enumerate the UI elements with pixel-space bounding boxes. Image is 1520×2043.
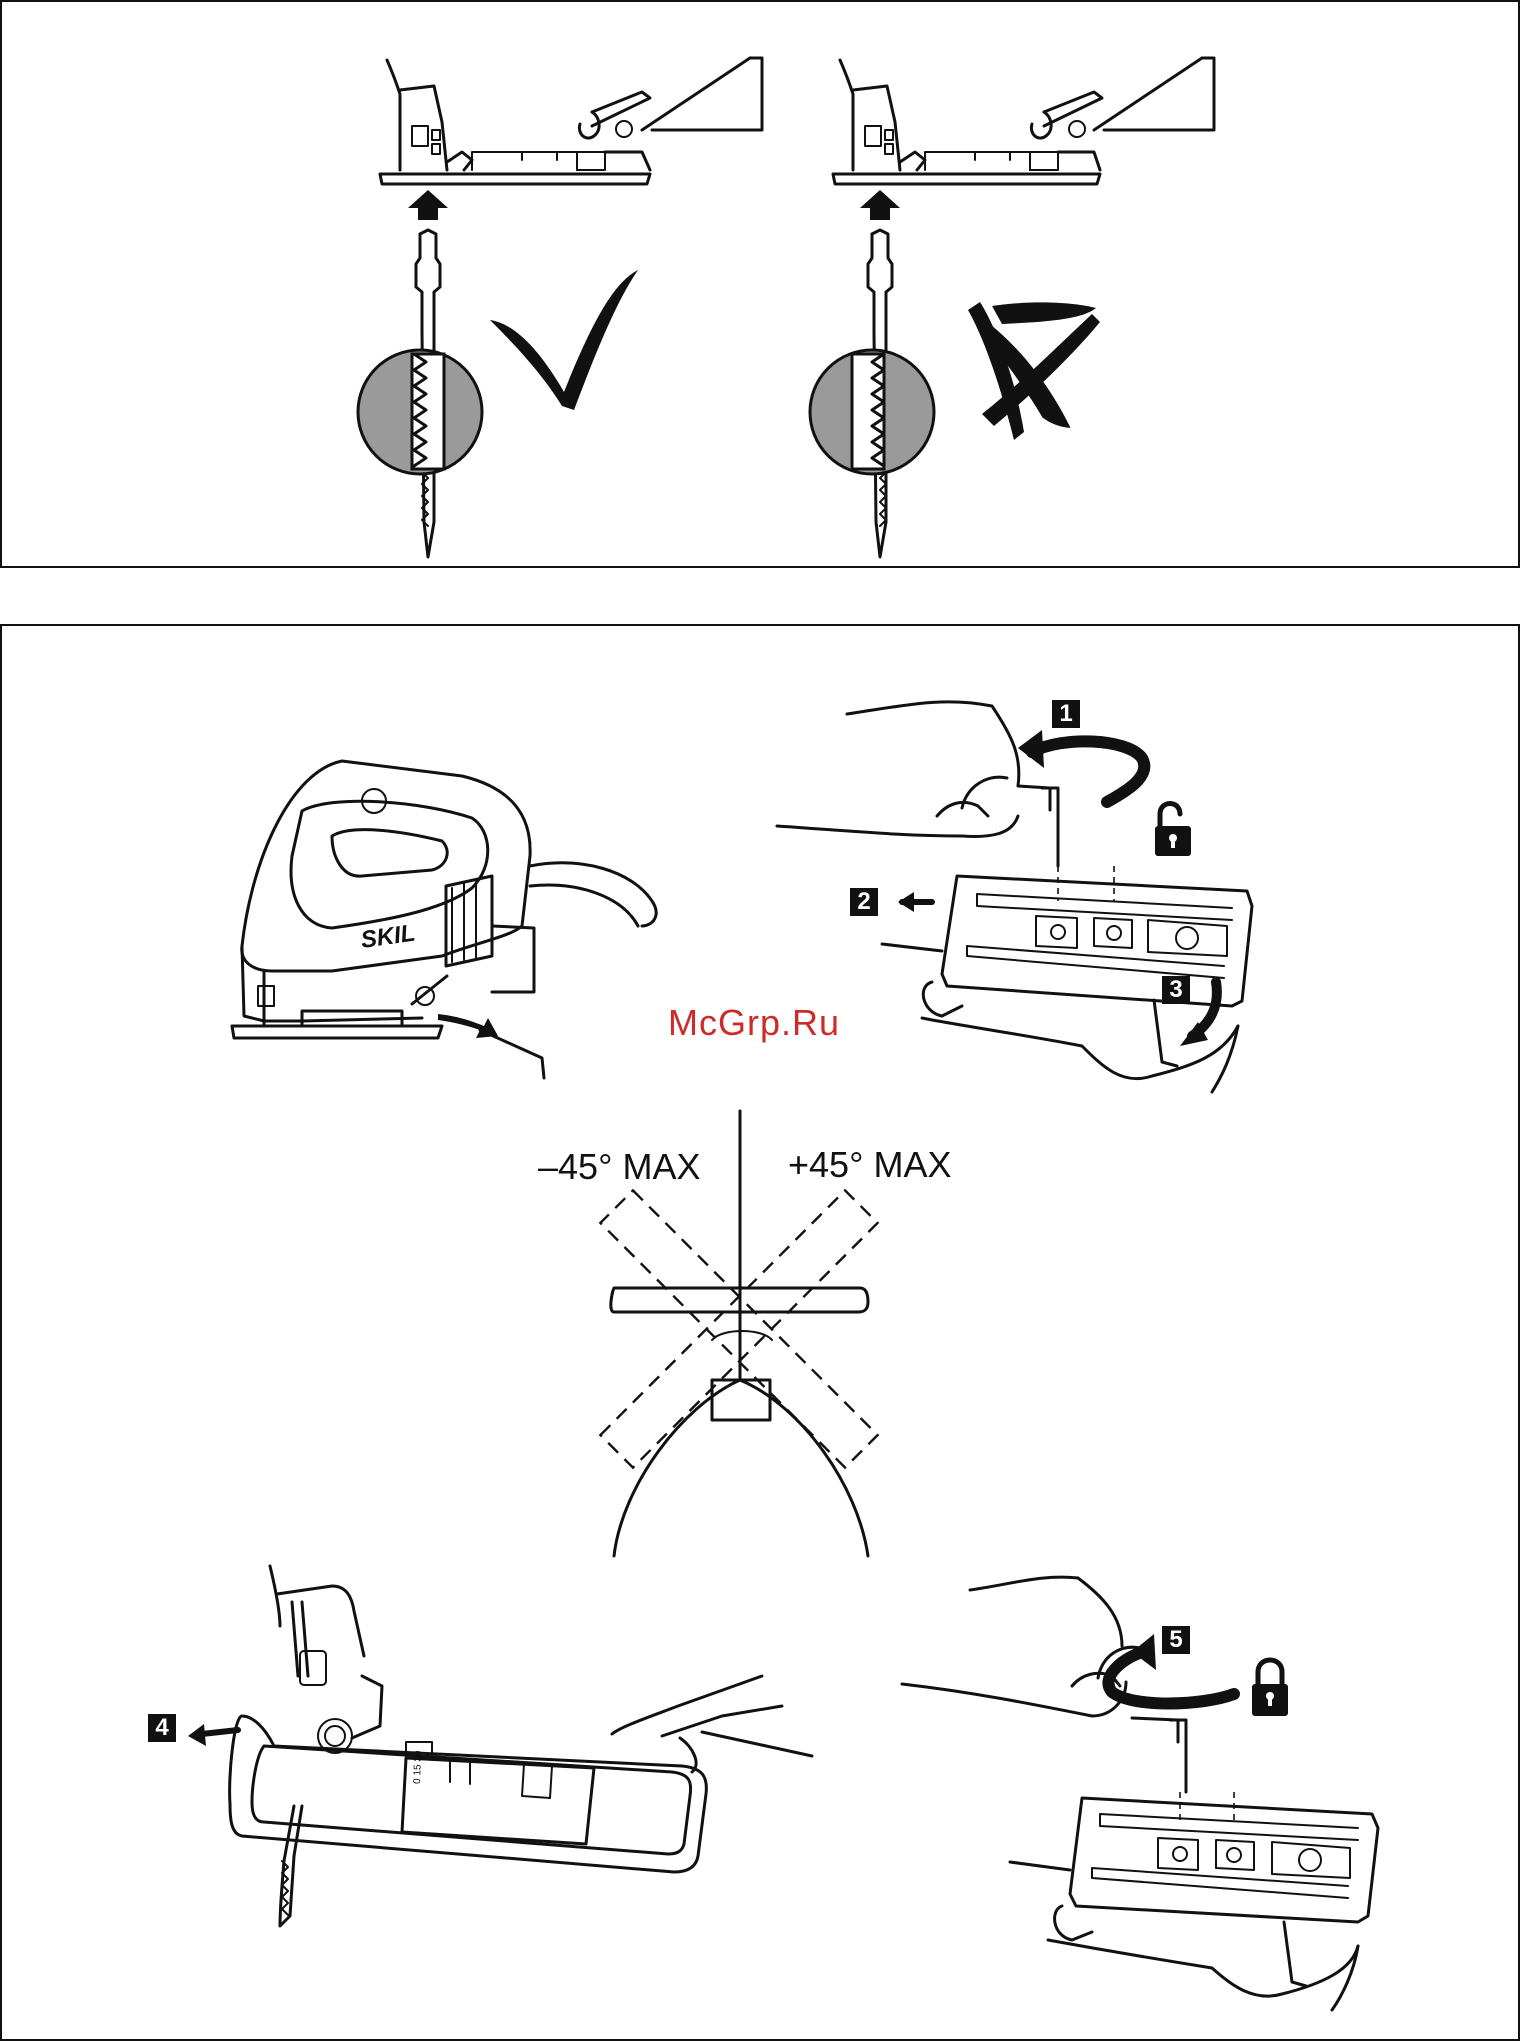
bevel-adjustment-panel: SKIL <box>0 624 1520 2041</box>
jigsaw-figure: SKIL <box>232 761 656 1078</box>
minus-45-max-label: –45° MAX <box>538 1146 700 1188</box>
tighten-plate-figure <box>902 1577 1378 2010</box>
step-2-badge: 2 <box>850 888 878 916</box>
correct-insertion-figure <box>358 58 762 557</box>
watermark-text: McGrp.Ru <box>668 1002 840 1044</box>
incorrect-insertion-figure <box>810 58 1214 557</box>
step-5-badge: 5 <box>1162 1626 1190 1654</box>
blade-insertion-drawing <box>2 2 1520 570</box>
step-3-badge: 3 <box>1162 976 1190 1004</box>
loosen-plate-figure <box>777 702 1252 1092</box>
step-1-badge: 1 <box>1052 700 1080 728</box>
unlocked-padlock-icon <box>1155 804 1191 857</box>
step-4-badge: 4 <box>148 1714 176 1742</box>
check-mark-icon <box>490 270 638 410</box>
cross-mark-icon <box>968 298 1100 446</box>
tilted-saw-figure: 0 15 30 <box>188 1566 812 1926</box>
brand-logo: SKIL <box>359 920 417 954</box>
plus-45-max-label: +45° MAX <box>788 1144 951 1186</box>
blade-insertion-panel <box>0 0 1520 568</box>
bevel-scale-marks: 0 15 30 <box>412 1750 424 1784</box>
bevel-adjustment-drawing: SKIL <box>2 626 1520 2043</box>
locked-padlock-icon <box>1252 1660 1288 1716</box>
